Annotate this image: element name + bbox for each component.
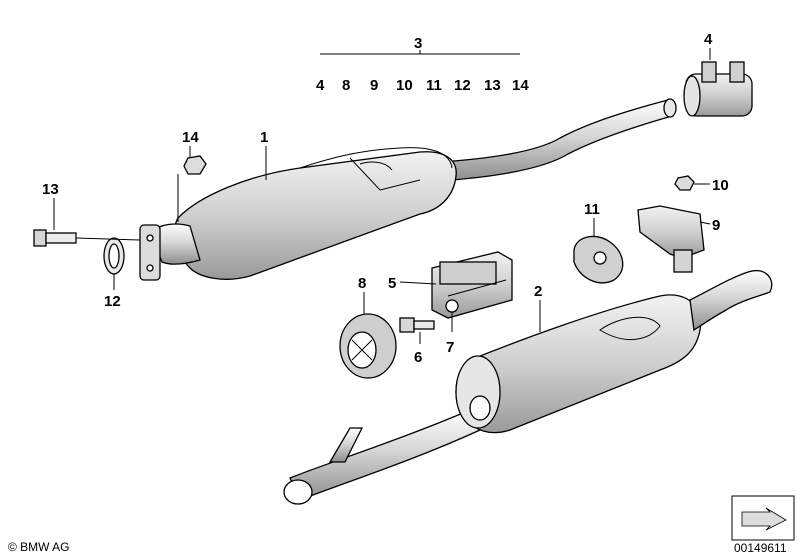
callout-5: 5 xyxy=(388,275,396,292)
callout-7: 7 xyxy=(446,339,454,356)
clamp-bracket-part xyxy=(637,175,705,273)
group-item: 11 xyxy=(426,77,442,94)
group-list: 4 8 9 10 11 12 13 14 xyxy=(316,77,529,94)
callout-2: 2 xyxy=(534,283,542,300)
callout-14: 14 xyxy=(182,129,199,146)
pipe-clamp-part xyxy=(683,61,753,117)
rear-silencer-part xyxy=(283,269,773,505)
callout-4: 4 xyxy=(704,31,713,48)
rubber-mount-part xyxy=(573,235,624,284)
callout-11: 11 xyxy=(584,201,600,218)
orientation-arrow-icon xyxy=(741,507,787,531)
diagram-id: 00149611 xyxy=(734,541,787,555)
callout-12: 12 xyxy=(104,293,121,310)
group-item: 13 xyxy=(484,77,501,94)
nut-part xyxy=(183,155,207,175)
hanger-bracket-part xyxy=(431,251,513,319)
middle-silencer-part xyxy=(139,98,677,281)
leader-lines xyxy=(53,48,711,344)
group-item: 8 xyxy=(342,77,350,94)
bolt-part xyxy=(399,317,435,333)
screw-part xyxy=(33,229,77,247)
callout-3: 3 xyxy=(414,35,422,52)
copyright-text: © BMW AG xyxy=(8,540,70,554)
footer: © BMW AG 00149611 xyxy=(8,495,795,555)
callout-9: 9 xyxy=(712,217,720,234)
group-item: 14 xyxy=(512,77,529,94)
callout-labels: 1 2 3 4 5 6 7 8 9 10 11 12 13 14 xyxy=(42,31,729,366)
callout-1: 1 xyxy=(260,129,268,146)
callout-10: 10 xyxy=(712,177,729,194)
callout-6: 6 xyxy=(414,349,422,366)
callout-8: 8 xyxy=(358,275,366,292)
group-item: 4 xyxy=(316,77,325,94)
group-item: 9 xyxy=(370,77,378,94)
callout-13: 13 xyxy=(42,181,59,198)
group-item: 12 xyxy=(454,77,471,94)
gasket-part xyxy=(103,237,125,275)
group-item: 10 xyxy=(396,77,413,94)
rubber-ring-part xyxy=(339,313,397,379)
